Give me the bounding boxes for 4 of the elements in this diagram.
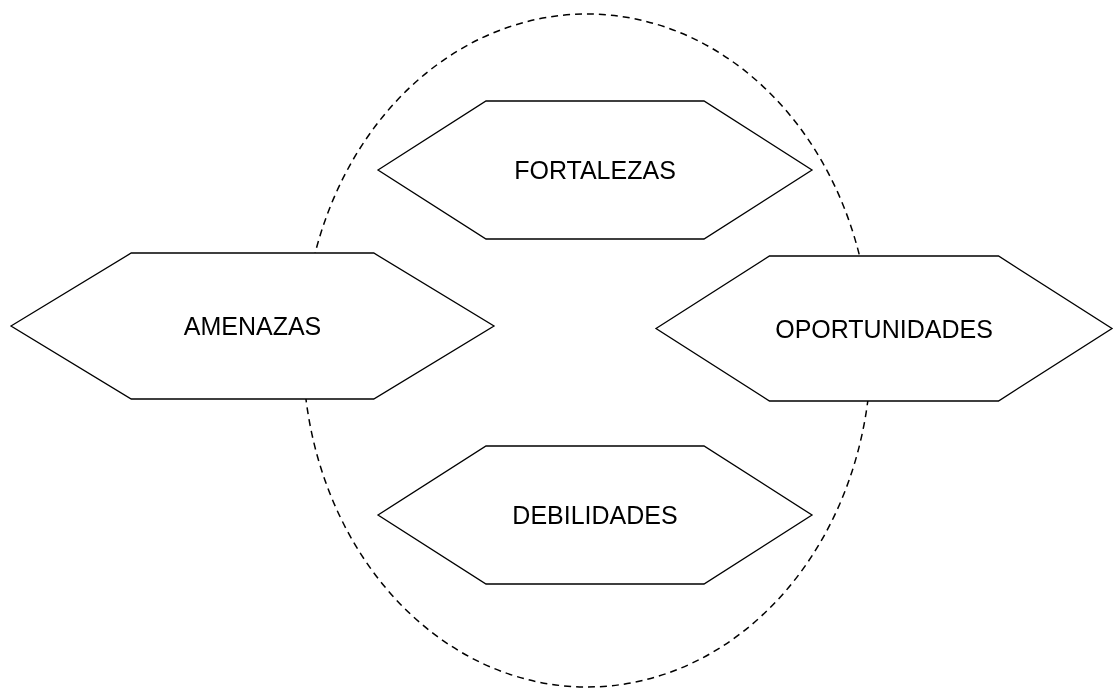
node-label: AMENAZAS bbox=[183, 311, 322, 341]
node-label: DEBILIDADES bbox=[512, 500, 678, 530]
node-label: FORTALEZAS bbox=[514, 155, 676, 185]
node-label: OPORTUNIDADES bbox=[775, 314, 993, 343]
